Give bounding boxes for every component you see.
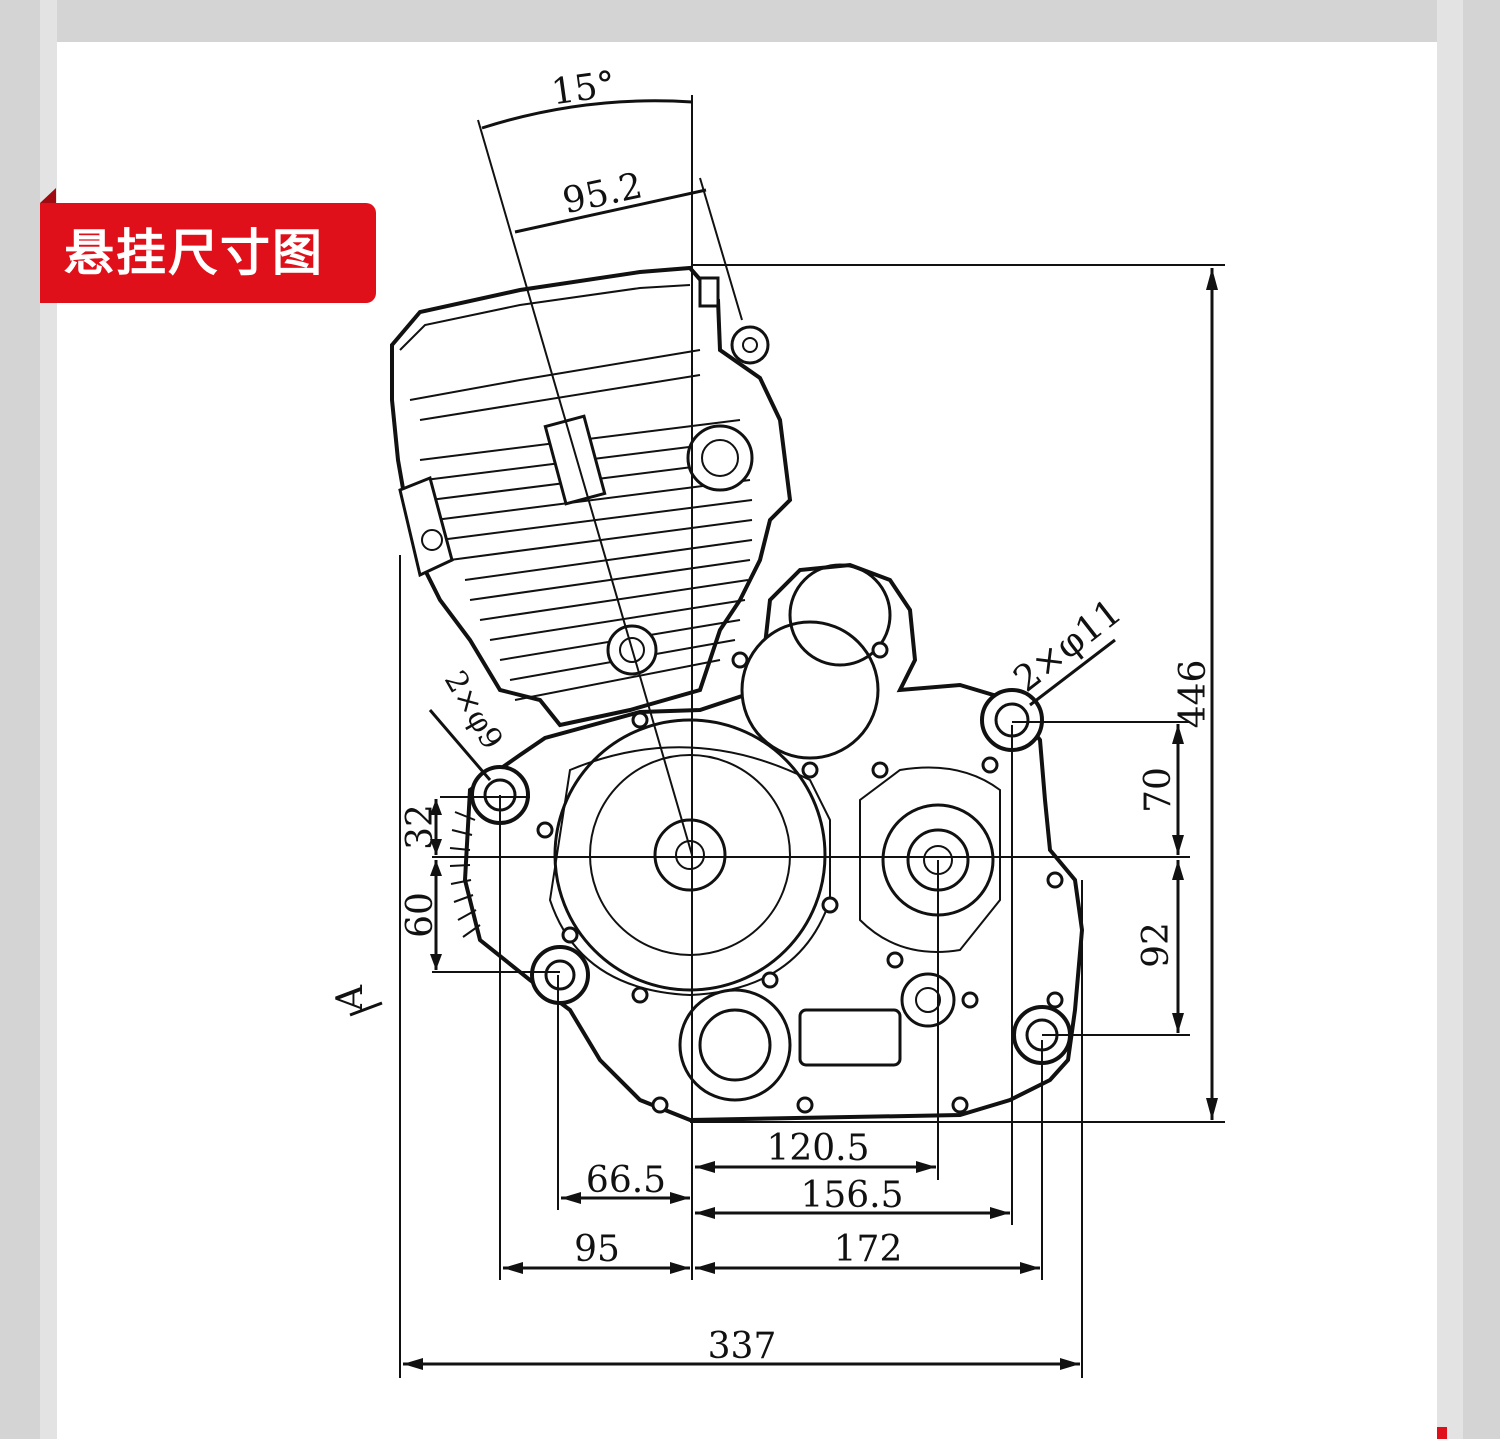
dim-head-offset: 95.2 — [559, 165, 646, 222]
reference-lines — [399, 95, 1225, 1378]
dim-172: 172 — [834, 1229, 903, 1270]
dim-lower-vertical: 92 — [1136, 922, 1177, 968]
dim-120-5: 120.5 — [766, 1128, 869, 1169]
dim-height: 446 — [1173, 660, 1214, 729]
dim-156-5: 156.5 — [800, 1175, 903, 1216]
dim-95: 95 — [574, 1229, 620, 1270]
page-edge-right — [1437, 0, 1463, 1439]
view-label-a: A — [330, 984, 371, 1012]
dimension-arrows — [403, 268, 1218, 1370]
dim-left-upper: 32 — [400, 804, 441, 850]
dim-mount-right: 2×φ11 — [1006, 592, 1129, 701]
dim-angle: 15° — [549, 64, 618, 113]
dim-upper-vertical: 70 — [1138, 767, 1179, 813]
title-tag-fold — [40, 188, 56, 203]
engine-outline — [390, 265, 1085, 1123]
dim-left-lower: 60 — [400, 892, 441, 938]
corner-accent — [1437, 1427, 1447, 1439]
dim-66-5: 66.5 — [586, 1160, 666, 1201]
page-edge-left — [40, 0, 57, 1439]
page-title: 悬挂尺寸图 — [40, 203, 376, 303]
dim-overall-width: 337 — [708, 1326, 777, 1367]
